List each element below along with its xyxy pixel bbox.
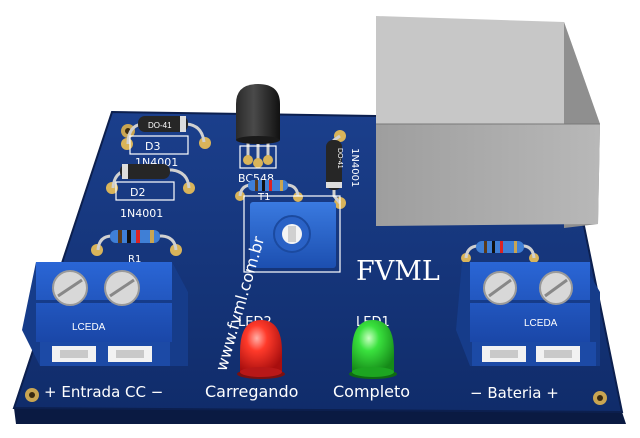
input-label: + Entrada CC − (44, 383, 163, 401)
d3-body-label: DO-41 (148, 121, 172, 130)
led-red: LED2 (237, 315, 285, 379)
battery-label: − Bateria + (470, 384, 559, 402)
transistor-ref: T1 (257, 192, 270, 203)
transistor-t1: BC548 T1 (236, 84, 280, 203)
terminal-battery: LCEDA (456, 262, 600, 366)
d3-ref: D3 (145, 140, 160, 153)
trimmer-potentiometer (243, 195, 341, 273)
led-green: LED1 (349, 315, 397, 379)
d1-part: 1N4001 (349, 148, 360, 187)
brand-logo: FVML (356, 256, 440, 287)
d2-part: 1N4001 (120, 207, 163, 220)
diode-d1: DO-41 1N4001 (326, 130, 360, 209)
relay (376, 16, 600, 228)
input-terminal-brand: LCEDA (72, 322, 106, 333)
diode-d2: D2 1N4001 (106, 164, 195, 220)
resistor-r2 (235, 180, 303, 202)
terminal-input: LCEDA (22, 262, 188, 366)
resistor-r3 (461, 241, 539, 263)
resistor-r1: R1 (91, 230, 182, 265)
r1-ref: R1 (128, 254, 141, 265)
d1-body-label: DO-41 (336, 148, 343, 169)
charging-label: Carregando (205, 382, 298, 401)
complete-label: Completo (333, 382, 410, 401)
battery-terminal-brand: LCEDA (524, 318, 558, 329)
d2-ref: D2 (130, 186, 145, 199)
